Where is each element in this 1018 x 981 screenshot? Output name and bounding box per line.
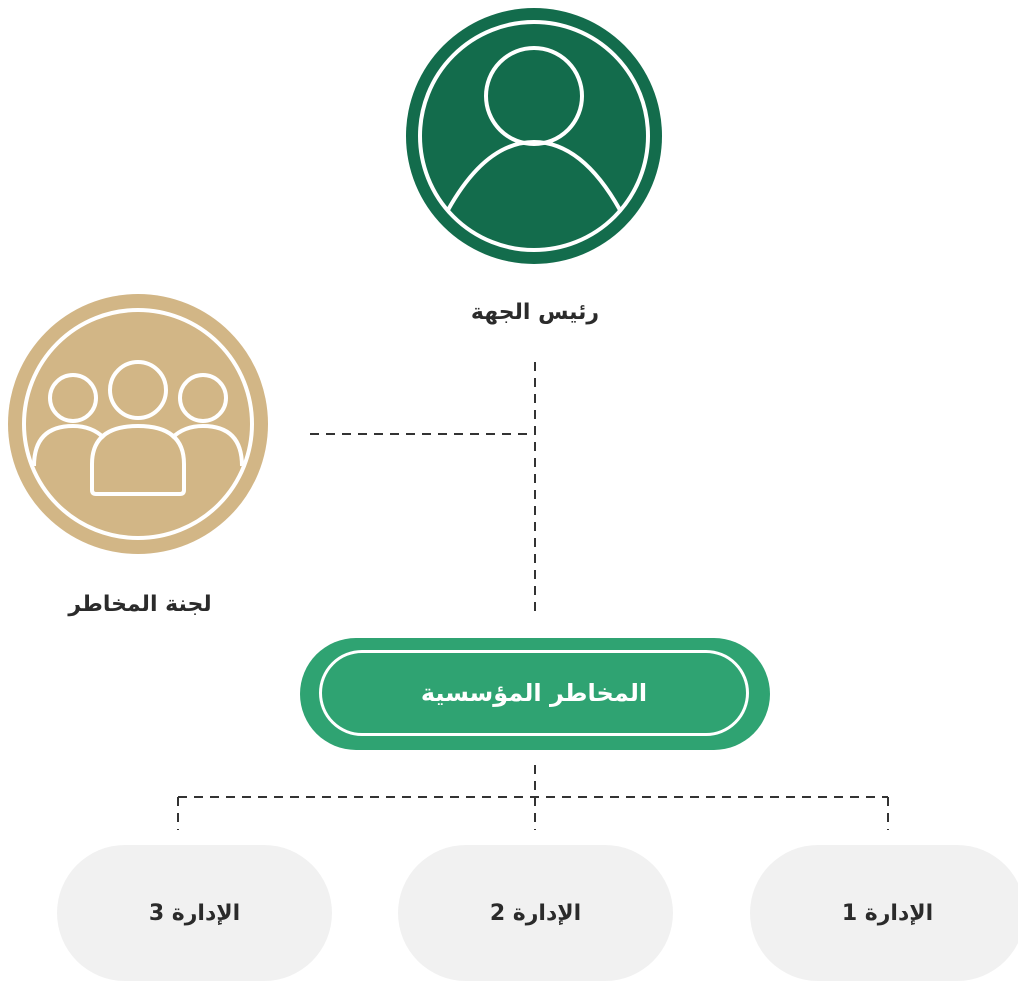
committee-label: لجنة المخاطر — [68, 592, 212, 617]
committee-node — [8, 294, 268, 554]
center-pill — [300, 638, 770, 750]
head-node — [406, 8, 662, 264]
department-3: الإدارة 3 — [57, 845, 332, 981]
head-label: رئيس الجهة — [470, 300, 600, 325]
department-1: الإدارة 1 — [750, 845, 1018, 981]
department-2: الإدارة 2 — [398, 845, 673, 981]
center-label: المخاطر المؤسسية — [319, 650, 749, 736]
person-icon — [406, 8, 662, 264]
connector-lines — [177, 362, 889, 830]
group-icon — [8, 294, 268, 554]
